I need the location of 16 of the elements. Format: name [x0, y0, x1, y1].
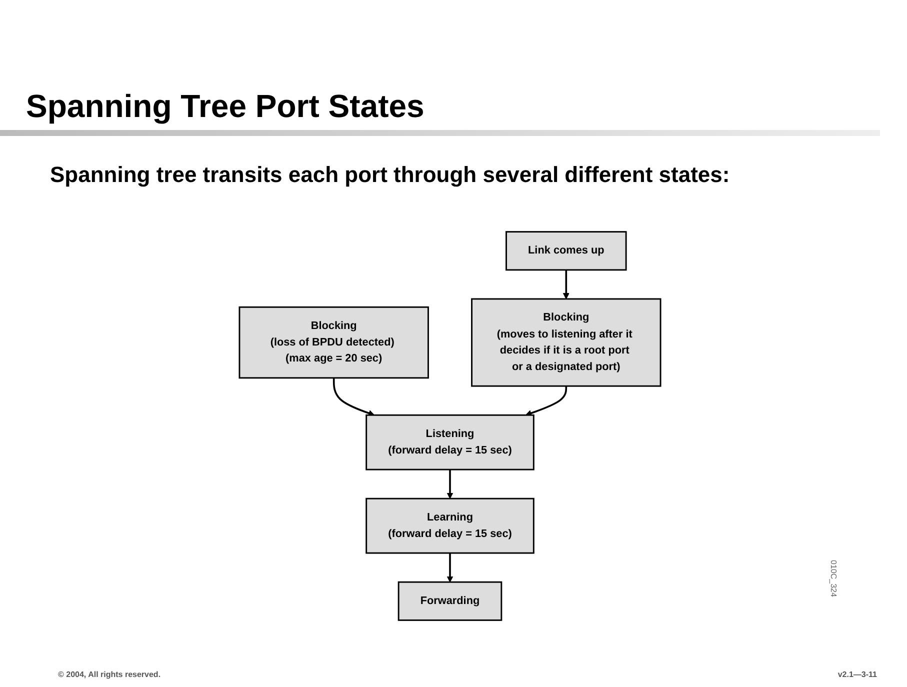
figure-code: 010C_324 [829, 560, 838, 597]
arrow [332, 378, 375, 416]
arrow [446, 470, 454, 499]
copyright-text: © 2004, All rights reserved. [58, 670, 161, 679]
node-box: Blocking (loss of BPDU detected) (max age = 20 sec) [238, 306, 429, 379]
node-box: Listening (forward delay = 15 sec) [366, 414, 534, 470]
node-box: Learning (forward delay = 15 sec) [366, 498, 534, 554]
arrow [446, 553, 454, 582]
version-text: v2.1—3-11 [838, 670, 877, 679]
bullet-text: Spanning tree transits each port through several different states: [50, 162, 731, 188]
node-box: Blocking (moves to listening after it decides if it is a root port or a designated port) [471, 298, 662, 387]
slide-title: Spanning Tree Port States [26, 88, 424, 125]
arrow [525, 386, 568, 416]
node-box: Link comes up [506, 231, 627, 271]
arrow [562, 270, 570, 300]
node-box: Forwarding [398, 581, 502, 621]
